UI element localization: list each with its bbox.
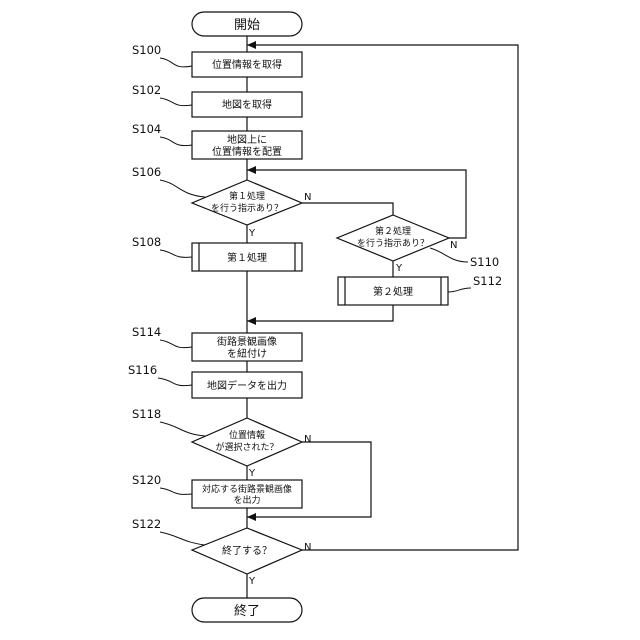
s106-text-2: を行う指示あり？ <box>211 202 283 214</box>
s112-text: 第２処理 <box>373 285 413 298</box>
s122-text: 終了する？ <box>222 544 272 557</box>
s116-leader <box>158 378 192 386</box>
s116-text: 地図データを出力 <box>207 379 287 392</box>
s108-leader <box>160 250 192 257</box>
s114-leader <box>160 340 192 348</box>
s112-step-label: S112 <box>473 274 502 288</box>
s110-text-2: を行う指示あり？ <box>357 237 429 249</box>
s122-leader <box>160 532 205 545</box>
s118-no-label: N <box>304 434 311 445</box>
end-label: 終了 <box>234 603 260 619</box>
s122-step-label: S122 <box>132 517 161 531</box>
s106-no-label: N <box>304 192 311 203</box>
s116-step-label: S116 <box>128 363 157 377</box>
s122-no-label: N <box>304 542 311 553</box>
s118-step-label: S118 <box>132 407 161 421</box>
s120-text-1: 対応する街路景観画像 <box>202 483 292 495</box>
s120-step-label: S120 <box>132 473 161 487</box>
s118-diamond <box>192 418 302 466</box>
s102-step-label: S102 <box>132 83 161 97</box>
s106-diamond <box>192 180 302 225</box>
s106-leader <box>160 180 205 197</box>
s110-yes-label: Y <box>395 263 403 274</box>
s102-leader <box>160 98 192 106</box>
arrowhead-loop-top <box>247 41 256 49</box>
connector-s106-no-s110 <box>302 203 393 215</box>
s118-text-2: が選択された？ <box>215 441 278 453</box>
s114-step-label: S114 <box>132 325 161 339</box>
s106-text-1: 第１処理 <box>229 190 265 202</box>
s118-text-1: 位置情報 <box>229 429 265 441</box>
s114-text-1: 街路景観画像 <box>217 335 277 348</box>
s110-step-label: S110 <box>470 255 499 269</box>
arrowhead-s110-loop <box>247 166 256 174</box>
s104-text-2: 位置情報を配置 <box>212 145 282 158</box>
s110-leader <box>430 248 468 262</box>
connector-s112-merge <box>247 305 393 321</box>
s110-no-label: N <box>450 240 457 251</box>
s100-step-label: S100 <box>132 43 161 57</box>
s106-step-label: S106 <box>132 165 161 179</box>
arrowhead-s112-merge <box>247 317 256 325</box>
start-label: 開始 <box>234 18 260 33</box>
s100-text: 位置情報を取得 <box>212 58 282 71</box>
s108-text: 第１処理 <box>227 251 267 264</box>
s102-text: 地図を取得 <box>222 98 272 111</box>
s120-leader <box>160 488 192 494</box>
s104-step-label: S104 <box>132 122 161 136</box>
s108-step-label: S108 <box>132 235 161 249</box>
s104-text-1: 地図上に <box>227 133 267 146</box>
s120-text-2: を出力 <box>233 494 260 506</box>
s112-leader <box>448 288 471 292</box>
s122-yes-label: Y <box>248 576 256 587</box>
s118-leader <box>160 422 205 436</box>
s100-leader <box>160 58 192 67</box>
s110-text-1: 第２処理 <box>375 225 411 237</box>
s114-text-2: を紐付け <box>227 347 267 360</box>
s118-yes-label: Y <box>248 468 256 479</box>
s106-yes-label: Y <box>248 228 256 239</box>
arrowhead-s118-bypass <box>247 513 256 521</box>
s110-diamond <box>337 215 449 261</box>
s104-leader <box>160 137 192 146</box>
